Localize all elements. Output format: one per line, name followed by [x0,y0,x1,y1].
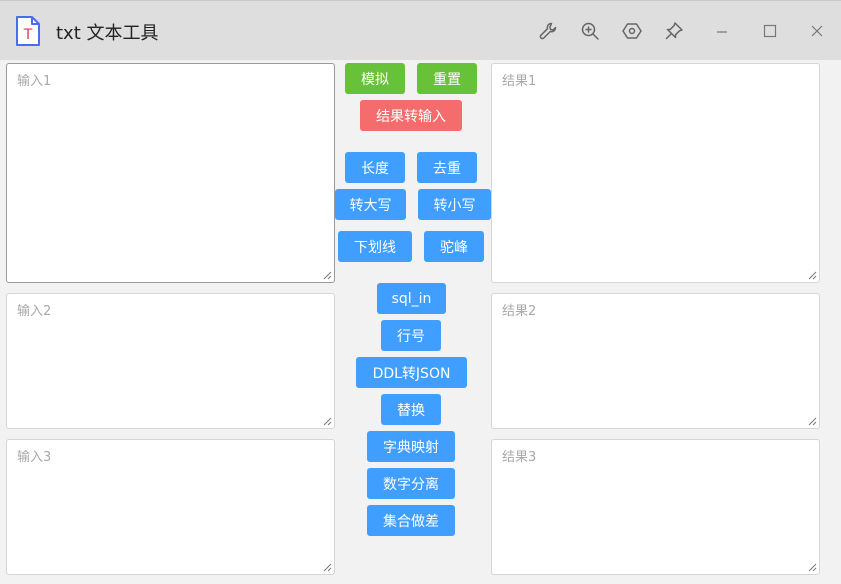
app-file-icon: T [16,16,40,46]
svg-text:T: T [23,27,33,43]
maximize-icon[interactable] [756,17,784,45]
hexagon-settings-icon[interactable] [618,17,646,45]
length-button[interactable]: 长度 [345,152,405,183]
input1-box [6,63,335,283]
minimize-icon[interactable] [708,17,736,45]
simulate-button[interactable]: 模拟 [345,63,405,94]
replace-button[interactable]: 替换 [381,394,441,425]
number-split-button[interactable]: 数字分离 [367,468,455,499]
to-upper-button[interactable]: 转大写 [335,189,406,220]
camel-case-button[interactable]: 驼峰 [424,231,484,262]
result-to-input-button[interactable]: 结果转输入 [360,100,462,131]
sql-in-button[interactable]: sql_in [377,283,446,314]
result1-box [491,63,820,283]
set-diff-button[interactable]: 集合做差 [367,505,455,536]
close-icon[interactable] [803,17,831,45]
zoom-in-icon[interactable] [576,17,604,45]
result3-box [491,439,820,575]
dedupe-button[interactable]: 去重 [417,152,477,183]
input1-textarea[interactable] [7,64,334,282]
wrench-icon[interactable] [534,17,562,45]
to-lower-button[interactable]: 转小写 [418,189,491,220]
window-title: txt 文本工具 [56,23,159,44]
input3-box [6,439,335,575]
result1-textarea[interactable] [492,64,819,282]
result2-box [491,293,820,429]
reset-button[interactable]: 重置 [417,63,477,94]
dict-map-button[interactable]: 字典映射 [367,431,455,462]
underscore-button[interactable]: 下划线 [338,231,412,262]
pin-icon[interactable] [660,17,688,45]
input3-textarea[interactable] [7,440,334,574]
line-number-button[interactable]: 行号 [381,320,441,351]
result2-textarea[interactable] [492,294,819,428]
input2-textarea[interactable] [7,294,334,428]
title-bar: T txt 文本工具 [0,0,841,60]
input2-box [6,293,335,429]
result3-textarea[interactable] [492,440,819,574]
ddl-to-json-button[interactable]: DDL转JSON [356,357,467,388]
